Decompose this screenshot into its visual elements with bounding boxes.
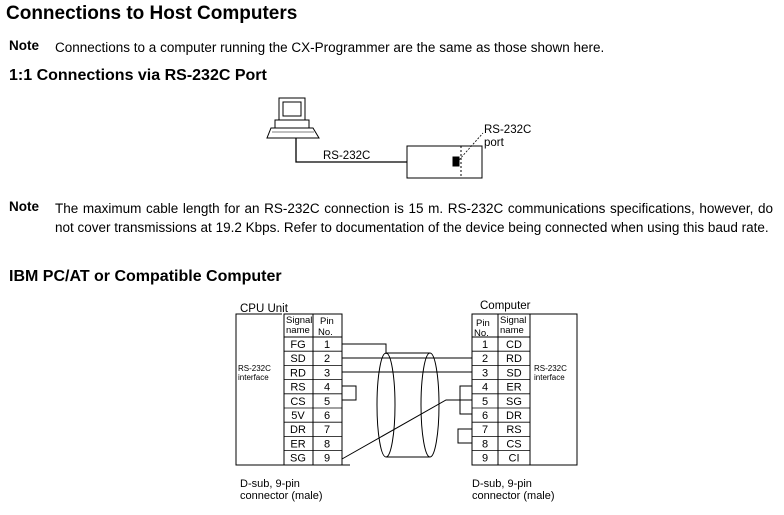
computer-pin-cell: 3 <box>482 367 488 379</box>
cpu-pin-table <box>283 313 343 466</box>
computer-signal-cell: SD <box>506 367 521 379</box>
computer-icon <box>266 97 320 139</box>
computer-signal-cell: CS <box>506 438 521 450</box>
computer-connector-label-2: connector (male) <box>472 490 555 502</box>
computer-title: Computer <box>480 300 531 312</box>
cpu-connector-label: D-sub, 9-pin <box>240 478 300 490</box>
cpu-signal-cell: RD <box>290 367 306 379</box>
cpu-pin-cell: 8 <box>324 438 330 450</box>
computer-pin-cell: 9 <box>482 453 488 465</box>
page-title: Connections to Host Computers <box>6 3 298 24</box>
cpu-pin-cell: 5 <box>324 396 330 408</box>
computer-pin-table <box>471 313 531 466</box>
cpu-pin-header-2: No. <box>318 327 333 338</box>
plc-unit <box>406 145 483 179</box>
computer-signal-cell: ER <box>506 382 521 394</box>
cable-label: RS-232C <box>323 150 370 162</box>
computer-signal-header: Signal <box>500 315 526 326</box>
cpu-signal-header: Signal <box>286 315 312 326</box>
section-title-ibm-pc: IBM PC/AT or Compatible Computer <box>9 268 282 285</box>
computer-pin-cell: 8 <box>482 438 488 450</box>
computer-connector-label: D-sub, 9-pin <box>472 478 532 490</box>
computer-pin-cell: 1 <box>482 339 488 351</box>
computer-signal-header-2: name <box>500 325 524 336</box>
cpu-pin-cell: 6 <box>324 410 330 422</box>
note-text: Connections to a computer running the CX… <box>55 40 605 55</box>
rs232c-cable <box>295 138 455 163</box>
cpu-pin-cell: 4 <box>324 382 330 394</box>
computer-signal-cell: SG <box>506 396 522 408</box>
computer-pin-header: Pin <box>476 318 490 329</box>
cpu-signal-cell: DR <box>290 424 306 436</box>
computer-signal-cell: CD <box>506 339 522 351</box>
cpu-interface-label-2: interface <box>238 373 269 382</box>
wiring <box>341 343 472 460</box>
cpu-pin-cell: 2 <box>324 353 330 365</box>
computer-interface-label: RS-232C <box>534 364 567 373</box>
cpu-pin-cell: 9 <box>324 453 330 465</box>
computer-pin-header-2: No. <box>474 328 489 339</box>
section-title-1to1: 1:1 Connections via RS-232C Port <box>9 67 267 84</box>
note-label: Note <box>9 199 39 214</box>
computer-pin-cell: 7 <box>482 424 488 436</box>
cpu-signal-cell: 5V <box>291 410 305 422</box>
cpu-signal-cell: RS <box>290 382 305 394</box>
cpu-signal-cell: SG <box>290 453 306 465</box>
port-label-line1: RS-232C <box>484 124 531 136</box>
cpu-pin-cell: 1 <box>324 339 330 351</box>
computer-signal-cell: CI <box>509 453 520 465</box>
cpu-signal-cell: ER <box>290 438 305 450</box>
computer-pin-cell: 4 <box>482 382 488 394</box>
note-text: The maximum cable length for an RS-232C … <box>55 201 773 235</box>
port-label-line2: port <box>484 137 505 149</box>
cable-shield <box>376 352 440 458</box>
computer-pin-cell: 2 <box>482 353 488 365</box>
cpu-signal-cell: CS <box>290 396 305 408</box>
cpu-signal-cell: FG <box>290 339 305 351</box>
cpu-pin-cell: 3 <box>324 367 330 379</box>
computer-interface-label-2: interface <box>534 373 565 382</box>
cpu-interface-label: RS-232C <box>238 364 271 373</box>
cpu-signal-header-2: name <box>286 325 310 336</box>
cpu-pin-cell: 7 <box>324 424 330 436</box>
computer-signal-cell: RS <box>506 424 521 436</box>
cpu-pin-header: Pin <box>320 316 334 327</box>
computer-signal-cell: RD <box>506 353 522 365</box>
computer-signal-cell: DR <box>506 410 522 422</box>
port-leader <box>458 132 484 161</box>
computer-pin-cell: 5 <box>482 396 488 408</box>
computer-pin-cell: 6 <box>482 410 488 422</box>
note-label: Note <box>9 38 39 53</box>
cpu-signal-cell: SD <box>290 353 305 365</box>
cpu-connector-label-2: connector (male) <box>240 490 323 502</box>
cpu-unit-title: CPU Unit <box>240 303 289 315</box>
